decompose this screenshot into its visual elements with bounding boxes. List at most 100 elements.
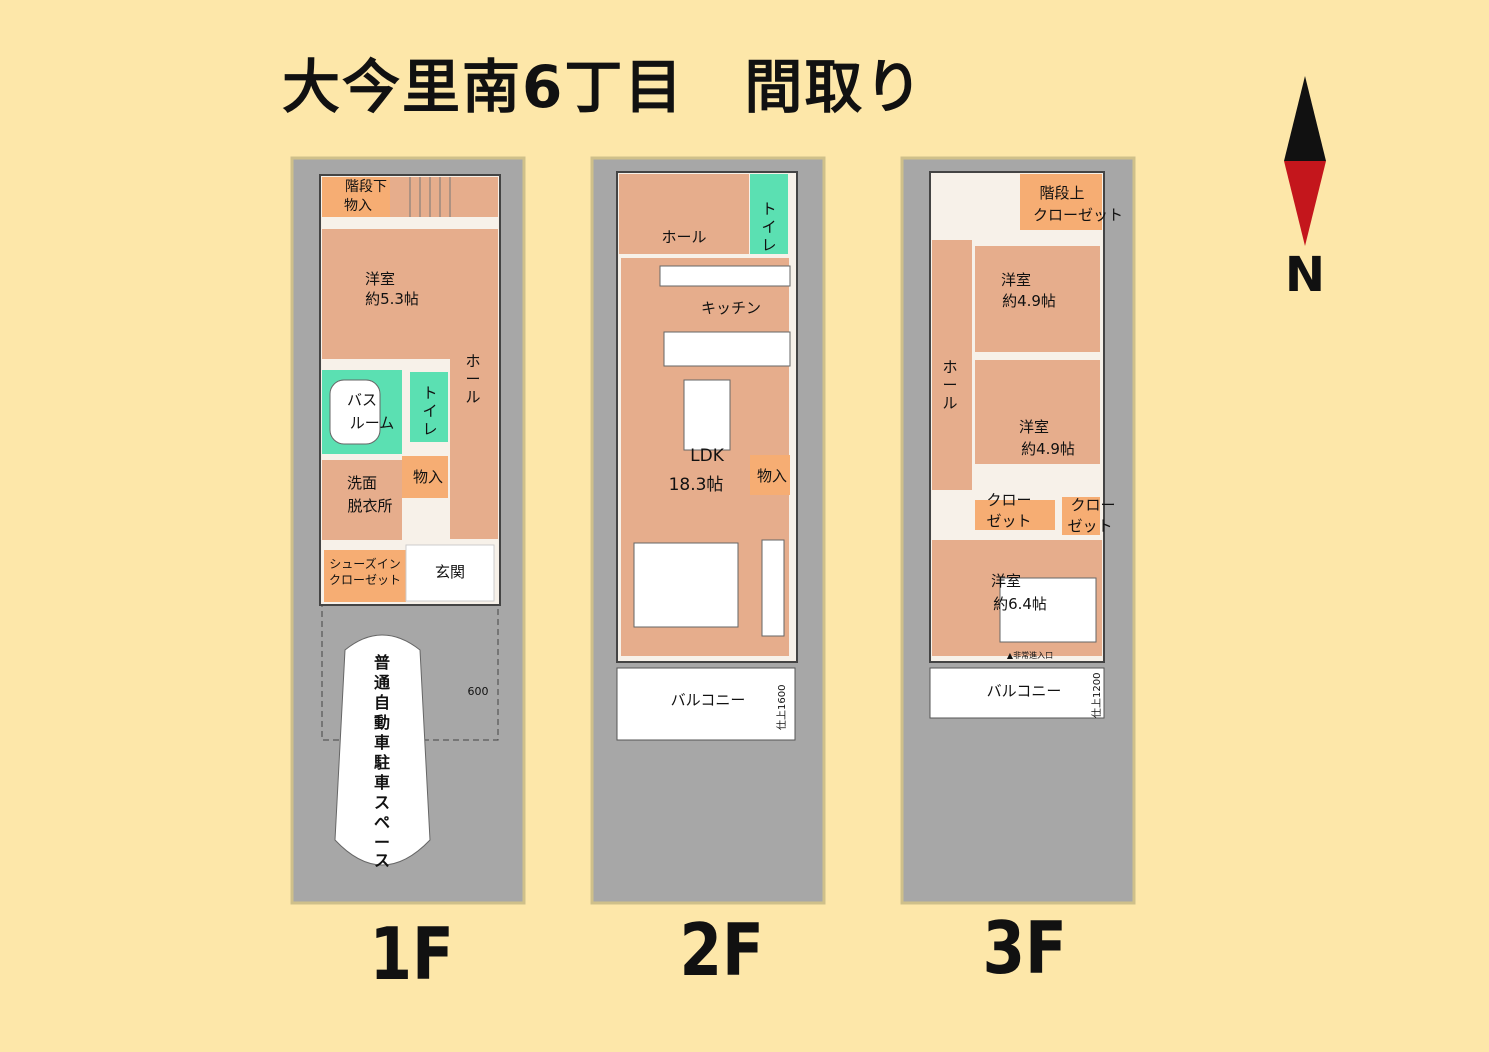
parking-char: 通 [374,673,390,692]
parking-char: ス [374,793,390,812]
label-western-room-1f-2: 約5.3帖 [365,290,419,308]
label-finish-2f: 仕上1600 [775,685,788,730]
parking-char: ス [374,851,390,870]
bed-icon [999,577,1097,643]
parking-char: 自 [374,693,390,712]
label-toilet-2f-1: ト [761,200,776,218]
label-shoe-closet-1: シューズイン [329,556,400,571]
label-bath-2: ルーム [350,414,395,432]
label-hall-3f-1: ホ [942,358,957,376]
label-balcony-2f: バルコニー [671,691,746,709]
label-washroom-1: 洗面 [347,474,377,492]
dining-table [683,379,731,451]
floor-label-3f: 3F [982,906,1067,990]
label-closet-3f-a-1: クロー [986,491,1031,509]
label-finish-3f: 仕上1200 [1090,673,1103,718]
north-label: N [1285,247,1325,303]
room-stairs-1f [390,177,498,217]
floor-label-2f: 2F [679,908,764,992]
room-toilet-2f [750,174,788,254]
label-emergency-entry: ▲非常進入口 [1007,650,1053,660]
room-shoe-closet [324,550,406,602]
label-room-3f-b-2: 約4.9帖 [1021,440,1075,458]
room-western-1f [322,229,450,359]
label-parking: 普 通 自 動 車 駐 車 ス ペ ー ス [374,653,390,870]
page-title: 大今里南6丁目 間取り [282,53,925,121]
parking-char: ー [374,833,390,852]
label-hall-3f-3: ル [942,394,957,412]
label-hall-1f-3: ル [465,388,480,406]
room-western-3f-b [975,360,1100,464]
label-storage-under-stairs-2: 物入 [344,198,372,214]
label-hall-1f-1: ホ [465,352,480,370]
car-icon [334,634,431,866]
north-arrow-icon: N [1284,76,1326,303]
label-shoe-closet-2: クローゼット [329,573,401,587]
room-closet-top [1020,174,1102,230]
label-room-3f-c-2: 約6.4帖 [993,595,1047,613]
kitchen-counter [663,331,791,367]
parking-char: 普 [374,653,390,672]
label-room-3f-b-1: 洋室 [1019,418,1049,436]
label-bath-1: バス [347,391,377,409]
label-closet-2f: 物入 [757,467,787,485]
label-dimension-1f: 600 [468,685,489,698]
room-closet-2f [750,455,790,495]
stairs-1f [409,177,451,217]
label-closet-3f-b-2: ゼット [1067,517,1112,535]
label-toilet-2f-3: レ [761,236,776,254]
label-washroom-2: 脱衣所 [347,497,392,515]
label-kitchen: キッチン [701,299,761,317]
label-room-3f-c-1: 洋室 [991,572,1021,590]
room-washroom [322,460,402,540]
room-hall-3f [932,240,972,490]
label-ldk-1: LDK [690,446,725,466]
kitchen-back-counter [659,265,791,287]
label-closet-1f: 物入 [413,468,443,486]
room-hall-2f [619,174,749,254]
label-toilet-1f-1: ト [422,384,437,402]
parking-area [321,604,499,741]
room-closet-3f-b [1062,497,1100,535]
label-ldk-2: 18.3帖 [669,475,724,495]
sofa-icon [633,542,739,628]
label-hall-3f-2: ー [942,376,957,394]
label-western-room-1f-1: 洋室 [365,270,395,288]
parking-char: 動 [374,713,390,732]
bathtub-icon [329,379,381,445]
label-entrance: 玄関 [435,563,465,581]
room-hall-1f [450,229,498,539]
label-closet-top-2: クローゼット [1033,206,1123,224]
label-closet-top-1: 階段上 [1039,184,1084,202]
parking-char: 車 [374,773,390,792]
room-western-3f-a [975,246,1100,352]
balcony-2f [616,667,796,741]
room-toilet-1f [410,372,448,442]
label-closet-3f-b-1: クロー [1070,496,1115,514]
label-room-3f-a-1: 洋室 [1001,271,1031,289]
balcony-3f [929,667,1105,719]
label-balcony-3f: バルコニー [987,682,1062,700]
label-room-3f-a-2: 約4.9帖 [1002,292,1056,310]
room-closet-1f [402,456,448,498]
label-hall-1f-2: ー [465,370,480,388]
label-toilet-1f-3: レ [422,420,437,438]
parking-char: ペ [374,813,390,832]
parking-char: 車 [374,733,390,752]
room-closet-3f-a [975,500,1055,530]
label-closet-3f-a-2: ゼット [986,512,1031,530]
label-toilet-2f-2: イ [761,218,776,236]
floor-label-1f: 1F [369,912,454,996]
label-storage-under-stairs-1: 階段下 [345,179,387,195]
parking-char: 駐 [374,753,390,772]
label-toilet-1f-2: イ [422,402,437,420]
floor-3f: 階段上 クローゼット 洋室 約4.9帖 ホ ー ル 洋室 約4.9帖 クロー ゼ… [900,156,1136,905]
floor-2f: ホール ト イ レ キッチン LDK 18.3帖 物入 バルコニー 仕上1600 [590,156,826,905]
room-entrance [405,544,495,602]
room-storage-under-stairs [322,177,390,217]
floor-1f: 階段下 物入 洋室 約5.3帖 ホ ー ル バス ルーム ト イ レ 物入 洗面… [290,156,526,905]
label-hall-2f: ホール [661,228,706,246]
tv-board [761,539,785,637]
